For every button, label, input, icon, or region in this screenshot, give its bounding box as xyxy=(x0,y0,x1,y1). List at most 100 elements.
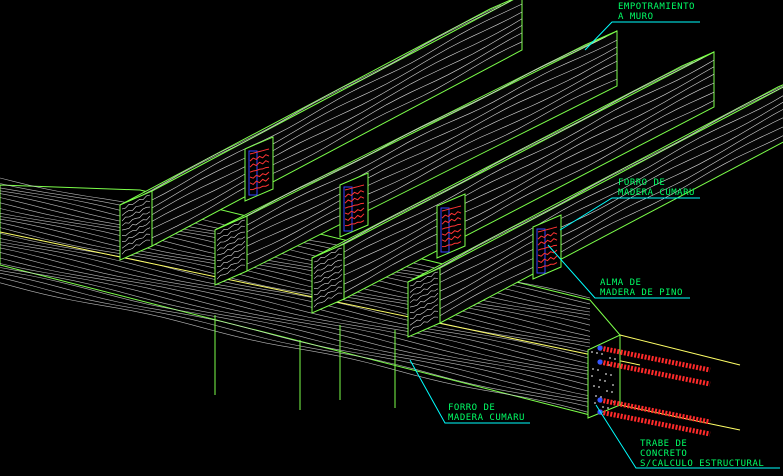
beam-grain-line xyxy=(246,60,618,247)
beam-grain-line xyxy=(246,39,618,226)
end-grain-line xyxy=(409,304,439,319)
pine-web-line xyxy=(344,220,365,227)
end-grain-line xyxy=(409,292,439,308)
leader-line xyxy=(559,197,700,231)
end-grain-line xyxy=(313,268,343,284)
end-grain-line xyxy=(313,247,343,263)
rebar-bar xyxy=(597,409,711,437)
beam-grain-line xyxy=(343,66,715,259)
deck-grain-line xyxy=(0,216,591,341)
deck-surface xyxy=(0,177,641,416)
pine-web-line xyxy=(344,184,365,191)
pine-web-line xyxy=(249,184,270,191)
leader-line xyxy=(584,21,700,51)
end-grain-line xyxy=(216,252,246,267)
concrete-aggregate-dot xyxy=(592,368,594,370)
pine-web-line xyxy=(537,226,558,233)
concrete-aggregate-dot xyxy=(595,395,597,397)
concrete-aggregate-dot xyxy=(611,391,613,393)
end-grain-line xyxy=(216,246,246,262)
concrete-aggregate-dot xyxy=(591,375,593,377)
pine-web-line xyxy=(441,234,462,243)
end-grain-line xyxy=(313,274,343,290)
pine-web-line xyxy=(249,160,270,168)
pine-web-line xyxy=(344,213,365,222)
pine-web-line xyxy=(344,202,365,209)
deck-grain-line xyxy=(0,202,591,326)
end-grain-line xyxy=(216,225,246,241)
end-grain-line xyxy=(409,310,439,326)
leader-line xyxy=(547,244,690,299)
label-alma: ALMA DE MADERA DE PINO xyxy=(600,278,682,298)
pine-web-outline xyxy=(248,150,258,196)
end-grain-line xyxy=(313,286,343,302)
deck-grain-line xyxy=(0,257,591,386)
beam-grain-line xyxy=(343,59,715,253)
beam-grain-line xyxy=(439,109,783,292)
beam-embedded-end xyxy=(244,136,274,202)
end-grain-line xyxy=(216,236,246,251)
concrete-aggregate-dot xyxy=(609,357,611,359)
concrete-aggregate-dot xyxy=(599,379,601,381)
beam-grain-line xyxy=(151,18,523,216)
end-grain-line xyxy=(409,288,439,303)
end-grain-line xyxy=(121,211,151,226)
deck-grain-line xyxy=(0,222,591,348)
deck-grain-line xyxy=(0,238,591,365)
deck-grain-line xyxy=(0,277,591,408)
label-trabe-line1: TRABE DE xyxy=(640,439,687,449)
pine-web-line xyxy=(441,223,462,230)
deck-grain-line xyxy=(0,252,591,380)
beam-grain-line xyxy=(439,117,783,301)
leader-line xyxy=(595,404,780,469)
beam-grain-line xyxy=(343,100,715,293)
pine-web-line xyxy=(441,217,462,225)
pine-web-line xyxy=(249,154,270,162)
end-grain-line xyxy=(121,233,151,249)
end-grain-line xyxy=(313,292,343,308)
rebar-end xyxy=(597,345,603,351)
concrete-aggregate-dot xyxy=(607,407,609,409)
rebar-body xyxy=(599,397,711,425)
concrete-aggregate-dot xyxy=(593,385,595,387)
beam-grain-line xyxy=(418,85,783,279)
end-grain-line xyxy=(121,206,151,222)
end-grain-line xyxy=(121,221,151,237)
deck-grain-line xyxy=(0,282,591,414)
label-forro-bottom-line2: MADERA CUMARU xyxy=(448,413,525,423)
beam-grain-line xyxy=(225,40,596,227)
beam-grain-line xyxy=(439,135,783,316)
beam-embedded-end xyxy=(436,193,466,259)
deck-grain-line xyxy=(0,227,591,353)
label-empotramiento-line2: A MURO xyxy=(618,12,654,22)
beam-grain-line xyxy=(151,41,523,239)
leader-line xyxy=(409,359,530,424)
pine-web-line xyxy=(537,244,558,251)
timber-beam xyxy=(311,51,715,314)
label-alma-line1: ALMA DE xyxy=(600,278,641,288)
beam-grain-line xyxy=(236,36,607,222)
beam-grain-line xyxy=(322,61,693,255)
pine-web-line xyxy=(441,211,462,219)
concrete-aggregate-dot xyxy=(591,351,593,353)
deck-grain-line xyxy=(0,193,591,316)
deck-grain-line xyxy=(0,208,591,332)
beam-embedded-end xyxy=(532,214,562,280)
pine-web-line xyxy=(249,166,270,173)
deck-grain-line xyxy=(0,212,591,337)
concrete-aggregate-dot xyxy=(594,402,596,404)
end-grain-line xyxy=(409,298,439,314)
concrete-beam xyxy=(587,334,741,437)
deck-grain-line xyxy=(0,270,591,400)
beam-grain-line xyxy=(246,53,618,239)
deck-grain-line xyxy=(0,197,591,320)
deck-grain-line xyxy=(0,218,591,344)
end-grain-line xyxy=(216,264,246,280)
end-grain-line xyxy=(121,227,151,242)
concrete-aggregate-dot xyxy=(600,396,602,398)
end-grain-line xyxy=(313,280,343,295)
beam-grain-line xyxy=(343,91,715,285)
label-trabe-line3: S/CALCULO ESTRUCTURAL xyxy=(640,459,764,469)
beam-top-face xyxy=(407,84,783,283)
